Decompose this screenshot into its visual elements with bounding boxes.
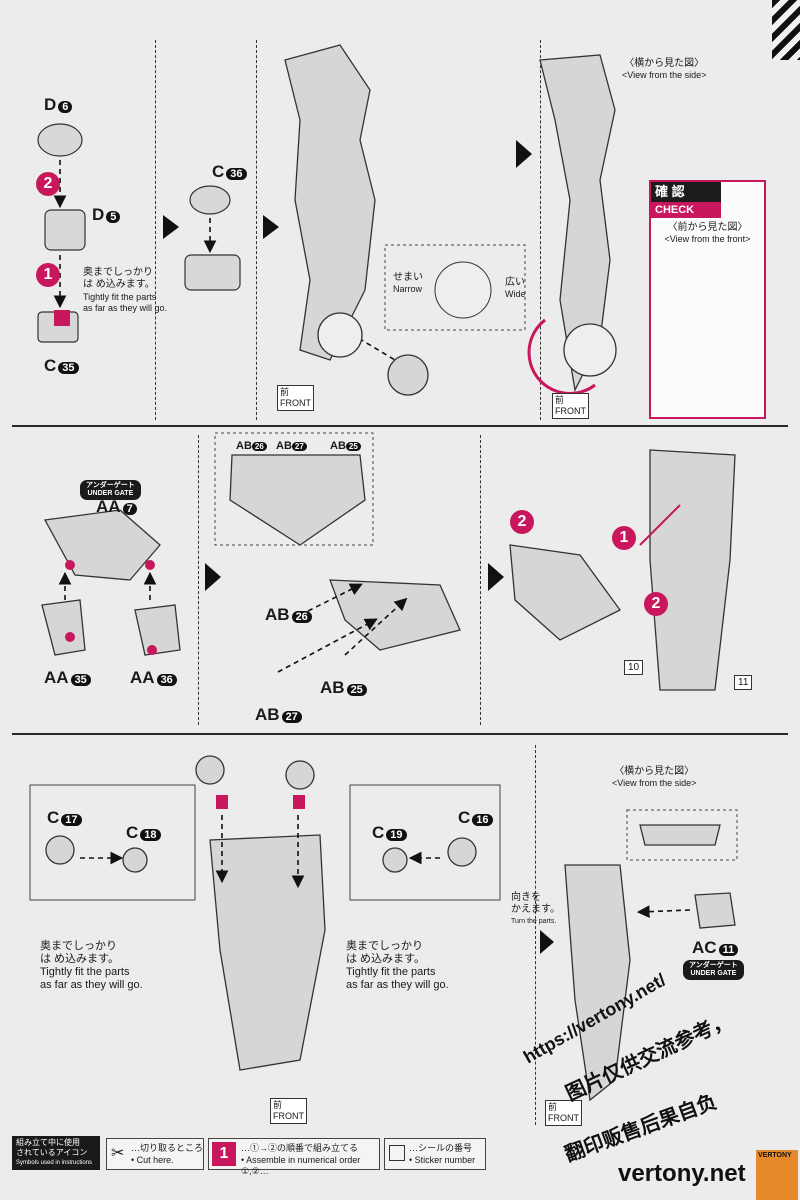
page-badge: VERTONY	[756, 1150, 798, 1200]
step-arrows	[163, 140, 554, 954]
step-divider	[480, 435, 481, 725]
brand-watermark: vertony.net	[618, 1160, 746, 1187]
check-title-jp: 確 認	[651, 182, 721, 202]
side-view-caption: 〈横から見た図〉<View from the side>	[622, 58, 707, 80]
corner-hatch	[772, 0, 800, 60]
order-icon: 1	[212, 1142, 236, 1166]
front-view-caption-en: <View from the front>	[664, 234, 751, 244]
section-divider	[12, 425, 788, 427]
sticker-icon	[389, 1145, 405, 1161]
check-box: 確 認 CHECK 〈前から見た図〉 <View from the front>	[649, 180, 766, 419]
check-title-en: CHECK	[651, 202, 721, 218]
step-divider	[535, 745, 536, 1125]
turn-parts-note: 向きをかえます。Turn the parts.	[511, 892, 560, 925]
fit-note-jp: 奥までしっかりは め込みます。	[83, 267, 155, 290]
section-divider	[12, 733, 788, 735]
step-number-1: 1	[612, 526, 636, 550]
cut-icon: ✂	[111, 1145, 125, 1162]
sticker-number-11: 11	[734, 675, 753, 690]
step-number-1: 1	[36, 263, 60, 287]
step-number-2: 2	[36, 172, 60, 196]
front-view-caption-jp: 〈前から見た図〉	[667, 222, 748, 233]
step-divider	[155, 40, 156, 420]
legend-sticker: …シールの番号 • Sticker number	[384, 1138, 486, 1170]
step-number-2: 2	[510, 510, 534, 534]
sticker-number-10: 10	[624, 660, 644, 675]
step-divider	[198, 435, 199, 725]
side-view-caption-2: 〈横から見た図〉<View from the side>	[612, 766, 697, 788]
step-divider	[540, 40, 541, 420]
step-number-2: 2	[644, 592, 668, 616]
legend-cut: ✂ …切り取るところ • Cut here.	[106, 1138, 204, 1170]
step-divider	[256, 40, 257, 420]
legend-order: 1 …①→②の順番で組み立てる • Assemble in numerical …	[208, 1138, 380, 1176]
